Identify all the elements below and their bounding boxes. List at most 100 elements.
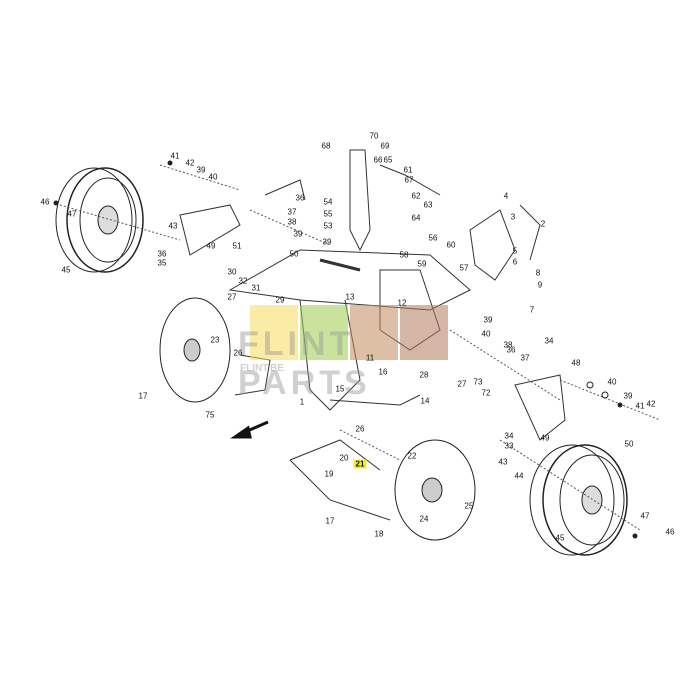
part-label: 43 xyxy=(168,221,178,231)
part-label: 49 xyxy=(206,241,216,251)
part-label: 8 xyxy=(535,268,541,278)
part-label: 39 xyxy=(483,315,493,325)
part-label: 5 xyxy=(512,246,518,256)
part-label: 45 xyxy=(555,533,565,543)
part-label: 39 xyxy=(196,165,206,175)
part-label: 75 xyxy=(205,410,215,420)
part-label: 34 xyxy=(544,336,554,346)
part-label: 66 xyxy=(373,155,383,165)
part-label: 31 xyxy=(251,283,261,293)
part-label: 40 xyxy=(208,172,218,182)
part-label: 4 xyxy=(503,191,509,201)
part-label: 53 xyxy=(323,221,333,231)
part-label: 54 xyxy=(323,197,333,207)
part-label: 23 xyxy=(210,335,220,345)
part-label: 73 xyxy=(473,377,483,387)
part-label: 6 xyxy=(512,257,518,267)
watermark-block xyxy=(350,305,398,360)
part-label: 68 xyxy=(321,141,331,151)
left-gauge-wheel xyxy=(55,167,144,273)
part-label: 37 xyxy=(520,353,530,363)
part-label: 40 xyxy=(607,377,617,387)
part-label: 50 xyxy=(289,249,299,259)
part-label: 50 xyxy=(624,439,634,449)
part-label: 62 xyxy=(411,191,421,201)
part-label: 9 xyxy=(537,280,543,290)
left-opener-disc xyxy=(159,297,231,403)
part-label: 61 xyxy=(403,165,413,175)
part-label: 64 xyxy=(411,213,421,223)
part-label: 57 xyxy=(459,263,469,273)
part-label: 16 xyxy=(378,367,388,377)
part-label: 38 xyxy=(503,340,513,350)
part-label: 60 xyxy=(446,240,456,250)
part-label: 7 xyxy=(529,305,535,315)
part-label: 39 xyxy=(623,391,633,401)
part-label: 36 xyxy=(506,345,516,355)
part-label: 37 xyxy=(287,207,297,217)
right-opener-disc xyxy=(394,439,476,541)
part-label: 18 xyxy=(374,529,384,539)
part-label: 69 xyxy=(380,141,390,151)
part-label: 40 xyxy=(481,329,491,339)
direction-arrow xyxy=(230,420,269,439)
part-label: 41 xyxy=(635,401,645,411)
part-label: 19 xyxy=(324,469,334,479)
part-label: 24 xyxy=(419,514,429,524)
part-label: 58 xyxy=(399,250,409,260)
part-label: 26 xyxy=(233,348,243,358)
part-label: 55 xyxy=(323,209,333,219)
part-label: 34 xyxy=(504,431,514,441)
part-label: 17 xyxy=(138,391,148,401)
part-label: 45 xyxy=(61,265,71,275)
part-label: 42 xyxy=(646,399,656,409)
part-label: 36 xyxy=(295,193,305,203)
part-label: 70 xyxy=(369,131,379,141)
part-label: 15 xyxy=(335,384,345,394)
watermark-block xyxy=(300,305,348,360)
part-label: 13 xyxy=(345,292,355,302)
part-label: 22 xyxy=(407,451,417,461)
part-label: 11 xyxy=(365,353,375,363)
part-label: 1 xyxy=(299,397,305,407)
right-gauge-wheel xyxy=(529,444,628,556)
part-label: 38 xyxy=(287,217,297,227)
part-label: 39 xyxy=(293,229,303,239)
part-label: 2 xyxy=(540,219,546,229)
watermark-block xyxy=(250,305,298,360)
part-label: 26 xyxy=(355,424,365,434)
part-label: 29 xyxy=(275,295,285,305)
part-label: 3 xyxy=(510,212,516,222)
part-label: 36 xyxy=(157,249,167,259)
part-label-highlighted: 21 xyxy=(353,459,367,469)
part-label: 12 xyxy=(397,298,407,308)
watermark: FLINT PARTS FLINT.BE xyxy=(238,305,450,402)
part-label: 42 xyxy=(185,158,195,168)
part-label: 56 xyxy=(428,233,438,243)
part-label: 35 xyxy=(157,258,167,268)
part-label: 30 xyxy=(227,267,237,277)
part-label: 47 xyxy=(640,511,650,521)
part-label: 47 xyxy=(67,209,77,219)
part-label: 33 xyxy=(504,441,514,451)
part-label: 48 xyxy=(571,358,581,368)
part-label: 49 xyxy=(540,433,550,443)
part-label: 14 xyxy=(420,396,430,406)
part-label: 44 xyxy=(514,471,524,481)
part-label: 51 xyxy=(232,241,242,251)
part-label: 72 xyxy=(481,388,491,398)
part-label: 41 xyxy=(170,151,180,161)
part-label: 25 xyxy=(464,501,474,511)
part-label: 46 xyxy=(665,527,675,537)
part-label: 46 xyxy=(40,197,50,207)
part-label: 59 xyxy=(417,259,427,269)
part-label: 67 xyxy=(404,175,414,185)
part-label: 27 xyxy=(227,292,237,302)
watermark-brand: FLINT PARTS xyxy=(238,325,371,402)
part-label: 20 xyxy=(339,453,349,463)
watermark-site: FLINT.BE xyxy=(240,363,284,374)
part-label: 17 xyxy=(325,516,335,526)
part-label: 63 xyxy=(423,200,433,210)
part-label: 32 xyxy=(238,276,248,286)
